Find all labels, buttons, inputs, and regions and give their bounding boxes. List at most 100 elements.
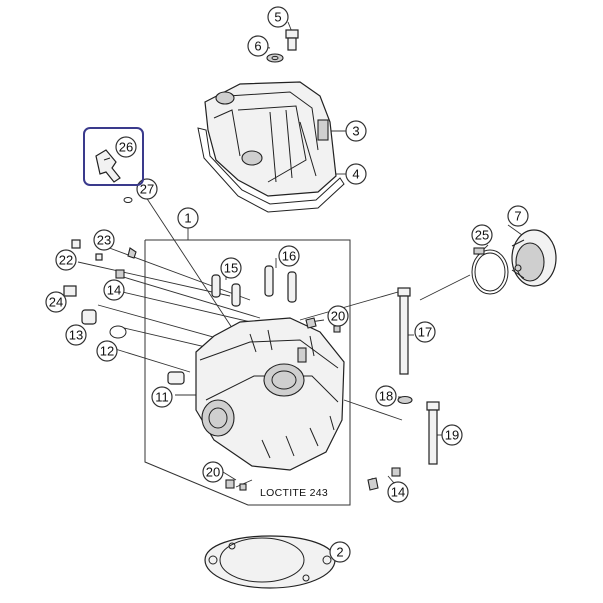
callout-19: 19 xyxy=(441,424,463,446)
callout-label: 12 xyxy=(100,344,114,359)
callout-bubble xyxy=(387,481,409,503)
seal-ring-part xyxy=(109,325,127,339)
callout-2: 2 xyxy=(329,541,351,563)
callout-13: 13 xyxy=(65,324,87,346)
callout-24: 24 xyxy=(45,291,67,313)
sensor-seal-ring-part xyxy=(123,197,133,203)
hose-clamp-part xyxy=(471,247,509,295)
head-gasket-part xyxy=(204,535,336,589)
callout-bubble xyxy=(327,305,349,327)
loctite-note: LOCTITE 243 xyxy=(260,487,328,499)
callout-bubble xyxy=(151,386,173,408)
small-screw-part xyxy=(71,239,137,279)
callout-label: 19 xyxy=(445,428,459,443)
callout-label: 4 xyxy=(352,167,359,182)
callout-label: 7 xyxy=(514,209,521,224)
intake-flange-part xyxy=(511,229,557,287)
callout-bubble xyxy=(96,340,118,362)
callout-11: 11 xyxy=(151,386,173,408)
valve-guides-short-part xyxy=(211,274,241,307)
callout-7: 7 xyxy=(507,205,529,227)
assembly-frame xyxy=(144,239,351,506)
callout-4: 4 xyxy=(345,163,367,185)
callout-20: 20 xyxy=(202,461,224,483)
valve-cover-part xyxy=(204,81,337,197)
small-nut-part xyxy=(225,317,401,491)
callout-bubble xyxy=(441,424,463,446)
callout-label: 16 xyxy=(282,249,296,264)
callout-bubble xyxy=(65,324,87,346)
callout-bubble xyxy=(414,321,436,343)
valve-cover-gasket-part xyxy=(197,127,345,213)
callout-bubble xyxy=(345,163,367,185)
callout-group: 1234567111213141415161718192020222324252… xyxy=(45,6,529,563)
callout-23: 23 xyxy=(93,229,115,251)
callout-bubble xyxy=(177,207,199,229)
cover-washer-part xyxy=(266,53,284,63)
callout-15: 15 xyxy=(220,257,242,279)
valve-guides-long-part xyxy=(264,265,297,303)
highlight-box xyxy=(83,127,144,186)
callout-bubble xyxy=(45,291,67,313)
cylinder-head-part xyxy=(195,317,345,471)
short-stud-part xyxy=(426,401,440,465)
callout-label: 27 xyxy=(140,182,154,197)
callout-3: 3 xyxy=(345,120,367,142)
callout-label: 25 xyxy=(475,228,489,243)
callout-label: 20 xyxy=(206,465,220,480)
callout-12: 12 xyxy=(96,340,118,362)
callout-label: 14 xyxy=(391,485,405,500)
callout-26: 26 xyxy=(115,136,137,158)
callout-label: 6 xyxy=(254,39,261,54)
callout-label: 5 xyxy=(274,10,281,25)
callout-label: 24 xyxy=(49,295,63,310)
callout-17: 17 xyxy=(414,321,436,343)
sleeve-part xyxy=(167,371,185,385)
callout-bubble xyxy=(278,245,300,267)
callout-bubble xyxy=(55,249,77,271)
callout-label: 13 xyxy=(69,328,83,343)
callout-label: 17 xyxy=(418,325,432,340)
callout-label: 14 xyxy=(107,283,121,298)
callout-27: 27 xyxy=(136,178,158,200)
callout-bubble xyxy=(202,461,224,483)
callout-5: 5 xyxy=(267,6,289,28)
callout-label: 15 xyxy=(224,261,238,276)
callout-16: 16 xyxy=(278,245,300,267)
callout-bubble xyxy=(267,6,289,28)
cover-bolt-part xyxy=(285,29,299,51)
callout-22: 22 xyxy=(55,249,77,271)
callout-bubble xyxy=(115,136,137,158)
callout-label: 26 xyxy=(119,140,133,155)
callout-bubble xyxy=(220,257,242,279)
callout-1: 1 xyxy=(177,207,199,229)
callout-label: 23 xyxy=(97,233,111,248)
callout-bubble xyxy=(375,385,397,407)
callout-label: 3 xyxy=(352,124,359,139)
callout-bubble xyxy=(329,541,351,563)
callout-bubble xyxy=(507,205,529,227)
long-stud-part xyxy=(397,287,411,375)
temperature-sensor-part xyxy=(95,149,121,183)
callout-bubble xyxy=(93,229,115,251)
plug-part xyxy=(81,309,97,325)
callout-bubble xyxy=(471,224,493,246)
callout-6: 6 xyxy=(247,35,269,57)
callout-bubble xyxy=(136,178,158,200)
callout-25: 25 xyxy=(471,224,493,246)
callout-bubble xyxy=(103,279,125,301)
callout-bubble xyxy=(247,35,269,57)
callout-18: 18 xyxy=(375,385,397,407)
callout-label: 20 xyxy=(331,309,345,324)
callout-label: 11 xyxy=(155,390,169,405)
callout-20: 20 xyxy=(327,305,349,327)
banjo-screw-part xyxy=(63,285,77,297)
callout-label: 2 xyxy=(336,545,343,560)
stud-washer-part xyxy=(397,395,413,405)
callout-14: 14 xyxy=(103,279,125,301)
callout-label: 22 xyxy=(59,253,73,268)
callout-label: 1 xyxy=(184,211,191,226)
callout-bubble xyxy=(345,120,367,142)
